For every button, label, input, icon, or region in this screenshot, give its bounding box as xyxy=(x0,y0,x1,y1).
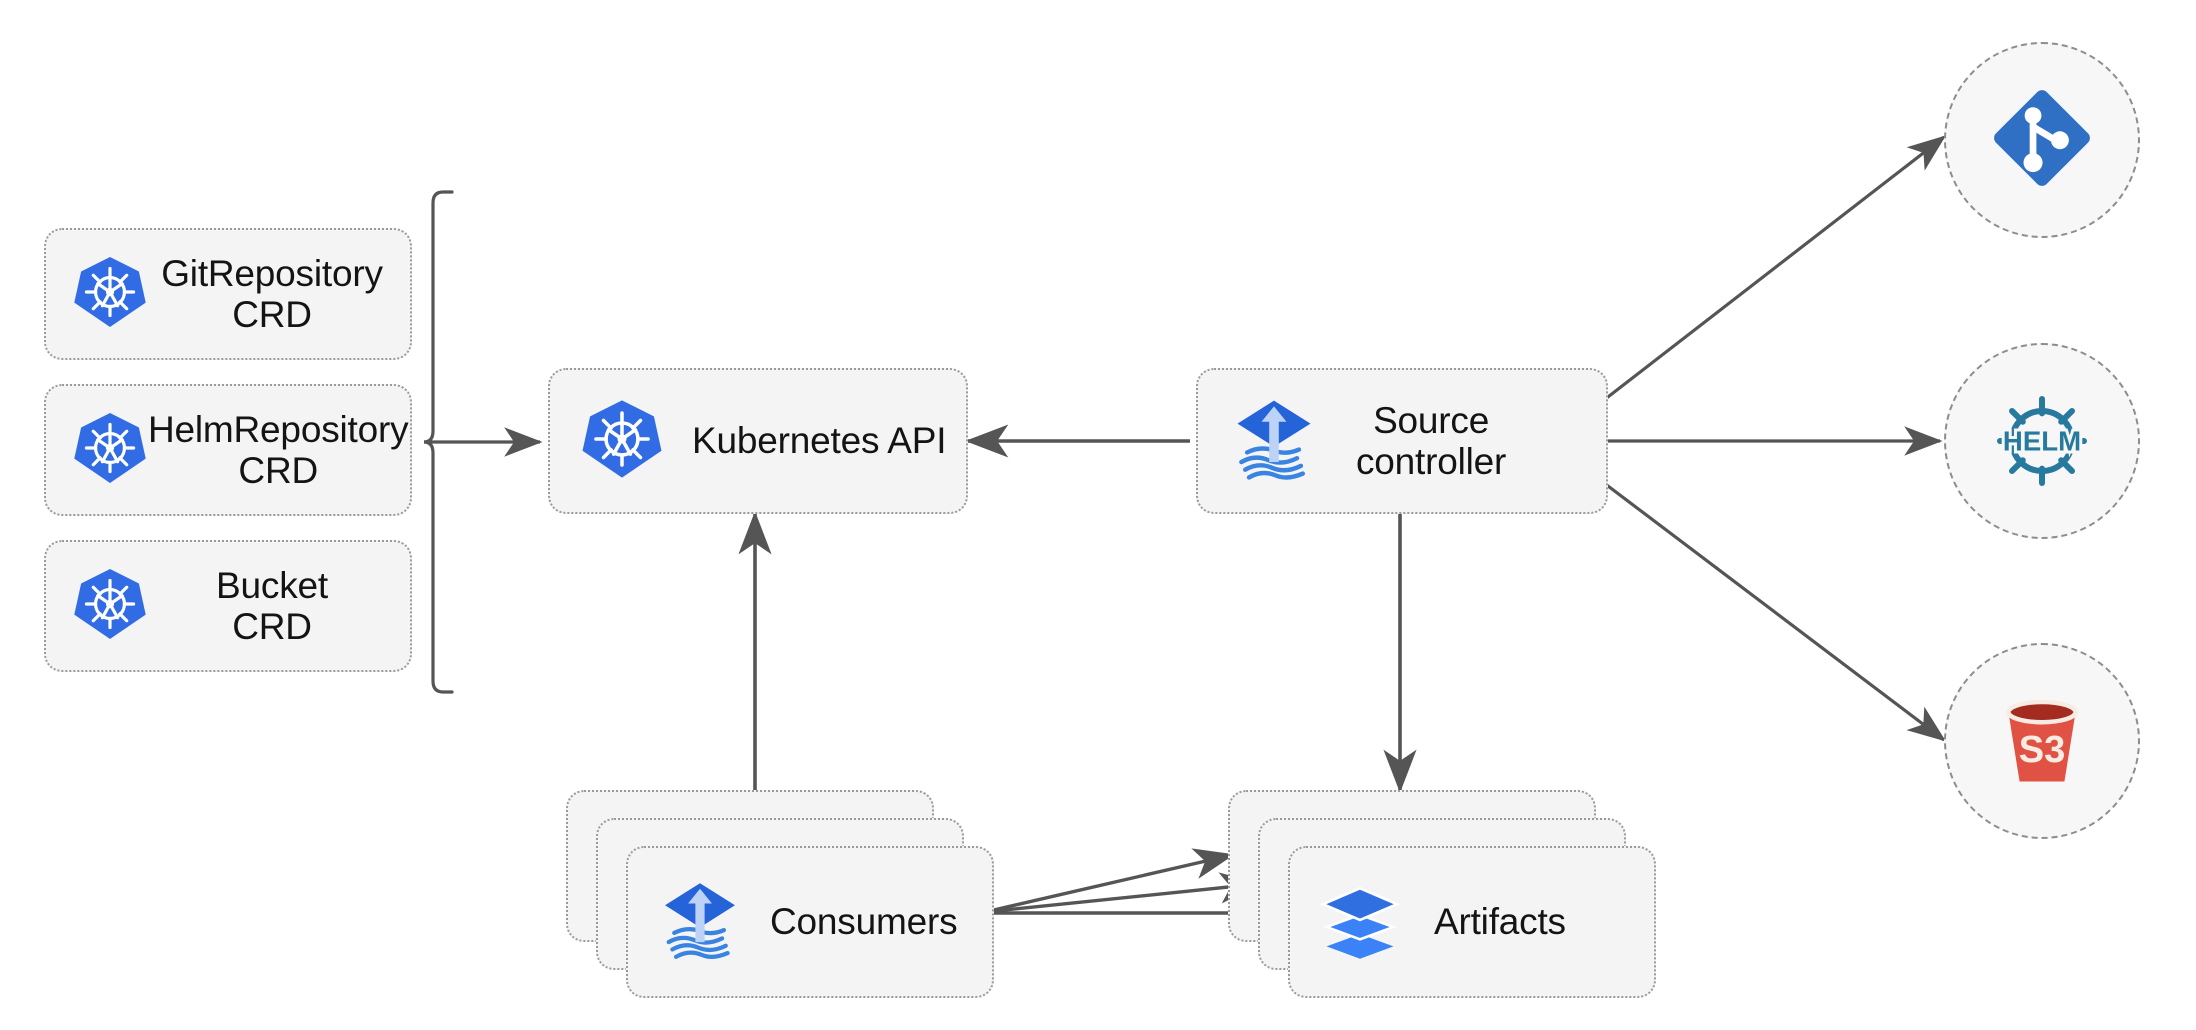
source-controller-label: Source controller xyxy=(1356,399,1507,482)
helm-icon: HELM xyxy=(1982,381,2102,501)
gitrepository-crd-node[interactable]: GitRepository CRD xyxy=(44,228,412,360)
kubernetes-icon xyxy=(580,397,664,486)
edge-consumers-to-artifacts-1 xyxy=(984,848,1235,914)
gitrepository-crd-label: GitRepository CRD xyxy=(161,252,383,335)
bucket-crd-node[interactable]: Bucket CRD xyxy=(44,540,412,672)
kubernetes-icon xyxy=(72,254,148,335)
s3-icon: S3 xyxy=(1986,683,2098,800)
git-source-circle[interactable] xyxy=(1944,42,2140,238)
helm-source-circle[interactable]: HELM xyxy=(1944,343,2140,539)
consumers-label: Consumers xyxy=(770,901,958,943)
helm-label: HELM xyxy=(2003,426,2081,457)
artifacts-label: Artifacts xyxy=(1434,901,1566,943)
layers-icon xyxy=(1316,876,1404,969)
s3-source-circle[interactable]: S3 xyxy=(1944,643,2140,839)
kubernetes-api-node[interactable]: Kubernetes API xyxy=(548,368,968,514)
artifacts-node[interactable]: Artifacts xyxy=(1288,846,1656,998)
helmrepository-crd-node[interactable]: HelmRepository CRD xyxy=(44,384,412,516)
source-controller-node[interactable]: Source controller xyxy=(1196,368,1608,514)
git-icon xyxy=(1986,82,2098,199)
flux-icon xyxy=(654,874,746,971)
helmrepository-crd-label: HelmRepository CRD xyxy=(148,408,409,491)
bucket-crd-label: Bucket CRD xyxy=(216,564,328,647)
edge-source-controller-to-s3 xyxy=(1603,481,1947,742)
edge-consumers-to-artifacts-2 xyxy=(984,872,1261,914)
consumers-node[interactable]: Consumers xyxy=(626,846,994,998)
s3-label: S3 xyxy=(2019,729,2066,771)
kubernetes-api-label: Kubernetes API xyxy=(692,420,947,462)
edge-source-controller-to-git xyxy=(1603,135,1947,402)
kubernetes-icon xyxy=(72,566,148,647)
crd-group-brace xyxy=(423,190,454,694)
flux-icon xyxy=(1226,391,1322,492)
kubernetes-icon xyxy=(72,410,148,491)
